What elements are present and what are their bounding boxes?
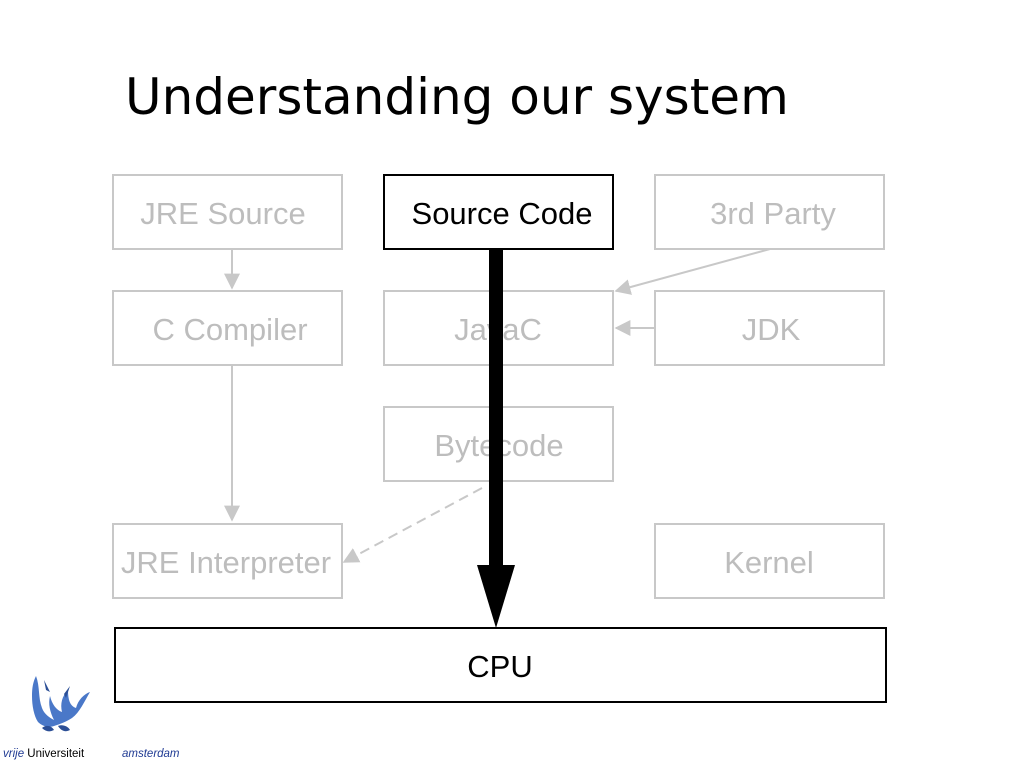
universiteit-word: Universiteit: [27, 748, 85, 760]
amsterdam-word: amsterdam: [122, 748, 180, 760]
jre-source-label: JRE Source: [140, 196, 305, 231]
jdk-box: [654, 290, 885, 366]
cpu-box: [114, 627, 887, 703]
arrow-third-party-to-javac: [614, 248, 771, 295]
griffin-logo-icon: [32, 676, 90, 732]
source-code-box: [383, 174, 614, 250]
jre-interpreter-box: [112, 523, 343, 599]
vrije-word: vrije: [3, 748, 25, 760]
third-party-box: [654, 174, 885, 250]
kernel-label: Kernel: [724, 545, 814, 580]
kernel-box: [654, 523, 885, 599]
jdk-label: JDK: [742, 312, 801, 347]
university-footer: vrije Universiteit amsterdam: [0, 740, 260, 764]
university-name: vrije Universiteit: [3, 748, 84, 760]
slide-title: Understanding our system: [125, 68, 789, 126]
third-party-label: 3rd Party: [710, 196, 836, 231]
arrow-source-code-to-cpu: [477, 249, 515, 628]
jre-interpreter-label: JRE Interpreter: [121, 545, 331, 580]
arrow-bytecode-to-jre-interpreter: [342, 487, 483, 563]
c-compiler-box: [112, 290, 343, 366]
cpu-label: CPU: [467, 649, 532, 684]
jre-source-box: [112, 174, 343, 250]
source-code-label: Source Code: [412, 196, 593, 231]
c-compiler-label: C Compiler: [152, 312, 307, 347]
